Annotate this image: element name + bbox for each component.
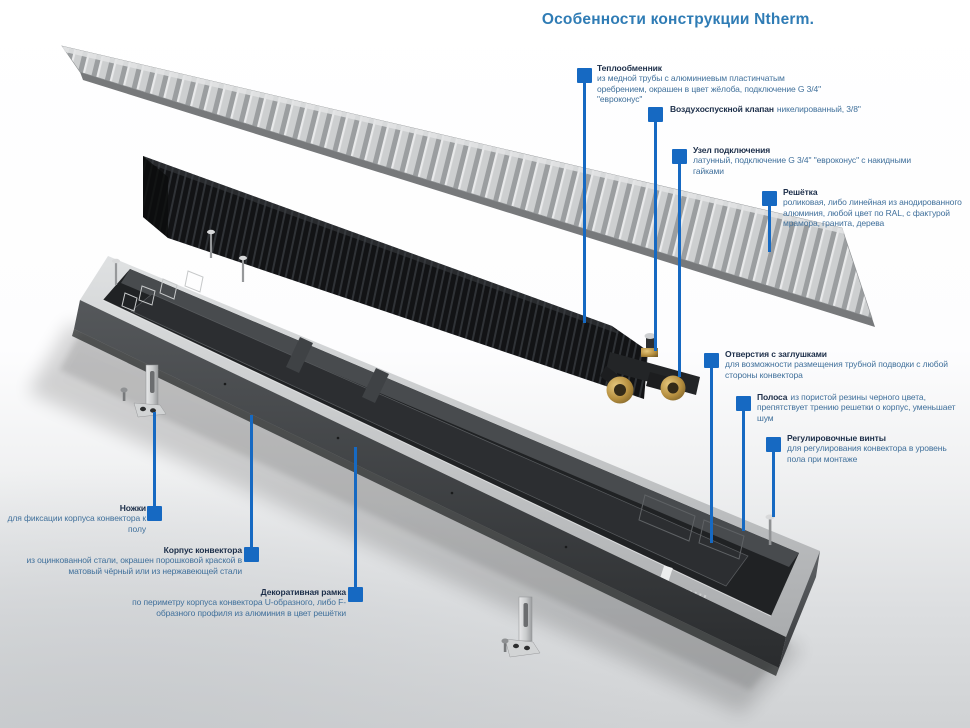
callout-title: Корпус конвектора: [163, 545, 242, 555]
callout-title: Регулировочные винты: [787, 433, 886, 443]
marker-grille: [762, 191, 777, 206]
rim-inner-highlight: [102, 299, 772, 617]
callout-desc: из оцинкованной стали, окрашен порошково…: [26, 555, 242, 576]
body-cross-rib-2: [362, 368, 389, 403]
body-far-inner-wall: [121, 269, 799, 567]
marker-legs: [147, 506, 162, 521]
callout-title: Отверстия с заглушками: [725, 349, 827, 359]
callout-desc: по периметру корпуса конвектора U-образн…: [132, 597, 346, 618]
callout-desc: латунный, подключение G 3/4" "евроконус"…: [693, 155, 912, 176]
rim-screw-2: [207, 229, 215, 258]
leg-screw: [120, 387, 128, 401]
callout-desc: для возможности размещения трубной подво…: [725, 359, 948, 380]
marker-air-valve: [648, 107, 663, 122]
grille-slats: [61, 45, 873, 319]
union-nut-right-bore: [667, 382, 679, 394]
marker-adjustment-screws: [766, 437, 781, 452]
marker-holes-with-plugs: [704, 353, 719, 368]
body-bottom-edge: [72, 329, 779, 676]
grille-underside: [80, 72, 875, 327]
page-title: Особенности конструкции Ntherm.: [541, 11, 815, 28]
body-cross-rib-1: [286, 337, 313, 373]
marker-strip: [736, 396, 751, 411]
marker-convector-body: [244, 547, 259, 562]
callout-title: Теплообменник: [597, 63, 662, 73]
knockout-holes-left: [121, 270, 204, 312]
rim-screw-1: [112, 258, 120, 285]
callout-desc: для фиксации корпуса конвектора к полу: [7, 513, 147, 534]
callout-title: Решётка: [783, 187, 818, 197]
convector-body-part: [72, 256, 820, 676]
leg-screw: [501, 638, 509, 652]
rim-screws: [112, 229, 775, 545]
leg-slot: [523, 603, 528, 627]
knockout-holes-right: [638, 494, 745, 560]
air-valve-stem: [646, 337, 654, 350]
leg-bracket-left: [120, 364, 167, 418]
callout-desc: из пористой резины черного цвета, препят…: [757, 392, 956, 423]
union-nut-left-bore: [614, 384, 626, 396]
marker-heat-exchanger: [577, 68, 592, 83]
grille-far-edge: [62, 46, 845, 234]
leg-foot: [504, 638, 541, 658]
body-front-face: [74, 300, 786, 668]
callout-title: Полоса: [757, 392, 788, 402]
marker-decorative-frame: [348, 587, 363, 602]
callout-title: Воздухоспускной клапан: [670, 104, 774, 114]
exchanger-fins: [143, 156, 648, 399]
callout-desc: никелированный, 3/8": [776, 104, 861, 114]
body-inner-channel: [130, 293, 749, 587]
rim-screw-3: [239, 255, 247, 282]
heat-exchanger-part: [143, 156, 700, 404]
front-face-rivets: [223, 382, 568, 549]
leg-slot: [150, 371, 155, 393]
air-valve-body: [641, 348, 658, 357]
leader-lines: [153, 83, 775, 587]
exchanger-top-sheen: [143, 156, 619, 334]
callout-desc: роликовая, либо линейная из анодированно…: [783, 197, 962, 229]
callout-title: Ножки: [119, 503, 146, 513]
callout-markers: [147, 68, 781, 602]
leg-bracket-bottom: [501, 596, 541, 658]
air-valve-cap: [644, 333, 656, 339]
callout-title: Декоративная рамка: [260, 587, 346, 597]
leg-foot: [133, 402, 167, 418]
callout-desc: из медной трубы с алюминиевым пластинчат…: [597, 73, 822, 105]
callout-title: Узел подключения: [693, 145, 771, 155]
grille-part: [61, 45, 875, 327]
callout-desc: для регулирования конвектора в уровень п…: [787, 443, 947, 464]
connection-unit-part: [600, 333, 700, 404]
body-right-face: [779, 551, 820, 668]
exchanger-end-face: [143, 156, 168, 238]
marker-connection-unit: [672, 149, 687, 164]
